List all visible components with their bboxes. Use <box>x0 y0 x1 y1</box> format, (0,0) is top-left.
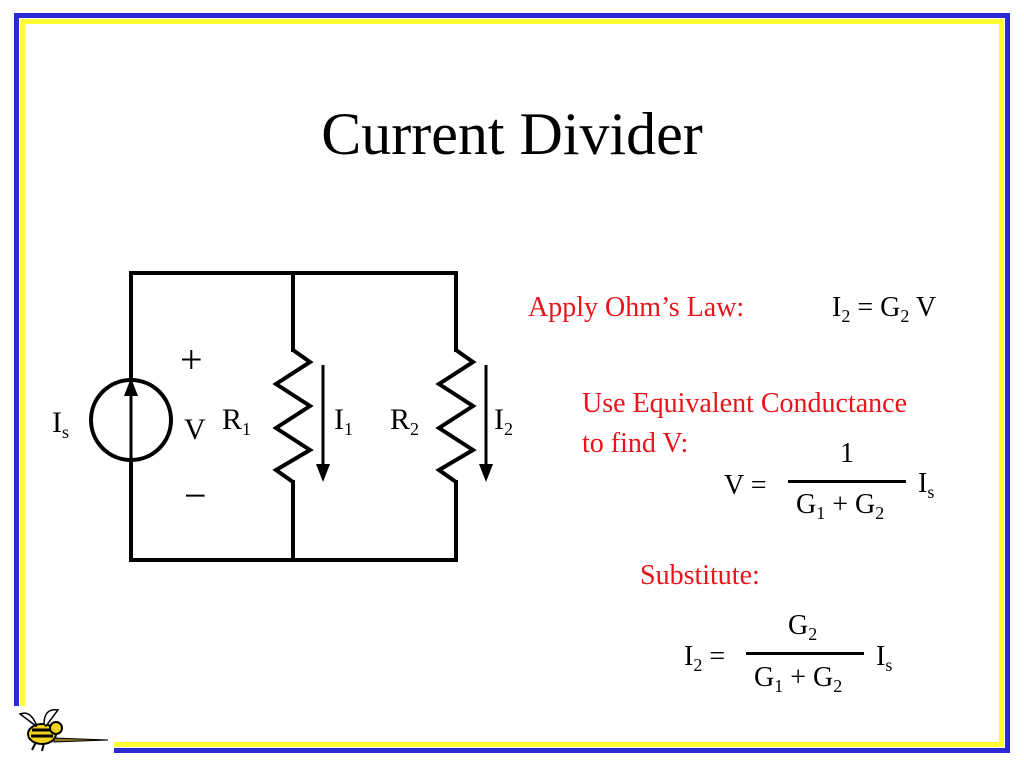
logo-graphic <box>18 709 109 752</box>
equiv-conductance-line2: to find V: <box>582 428 689 459</box>
slide-canvas <box>26 25 998 741</box>
slide-border-inner <box>20 19 1004 747</box>
substitute-denominator: G1 + G2 <box>754 662 843 696</box>
resistor-r2-symbol <box>435 348 477 484</box>
plus-sign: + <box>180 337 203 382</box>
resistor-r1-label: R1 <box>222 403 252 439</box>
current-i2-label: I2 <box>494 403 513 439</box>
ohms-law-equation: I2 = G2 V <box>832 292 937 326</box>
equiv-conductance-line1: Use Equivalent Conductance <box>582 388 908 419</box>
minus-sign: − <box>184 473 207 518</box>
current-i1-arrow-head <box>316 464 330 482</box>
substitute-numerator: G2 <box>788 610 818 644</box>
yellow-jacket-logo-icon <box>14 706 114 754</box>
slide-title: Current Divider <box>321 101 703 167</box>
equiv-numerator: 1 <box>840 438 854 469</box>
equiv-denominator: G1 + G2 <box>796 489 885 523</box>
equiv-rhs: Is <box>918 468 935 502</box>
substitute-label: Substitute: <box>640 560 760 591</box>
source-current-label: Is <box>52 406 70 442</box>
substitute-rhs: Is <box>876 641 893 675</box>
resistor-r1-symbol <box>272 348 314 484</box>
ohms-law-label: Apply Ohm’s Law: <box>528 292 745 323</box>
equiv-fraction-bar <box>788 480 906 483</box>
current-i1-label: I1 <box>334 403 353 439</box>
substitute-lhs: I2 = <box>684 641 726 675</box>
equiv-lhs: V = <box>724 470 767 501</box>
current-source-arrow-head <box>124 378 138 396</box>
resistor-r2-label: R2 <box>390 403 420 439</box>
current-i2-arrow-head <box>479 464 493 482</box>
voltage-label: V <box>184 413 206 446</box>
slide-border-outer <box>14 13 1010 753</box>
substitute-fraction-bar <box>746 652 864 655</box>
